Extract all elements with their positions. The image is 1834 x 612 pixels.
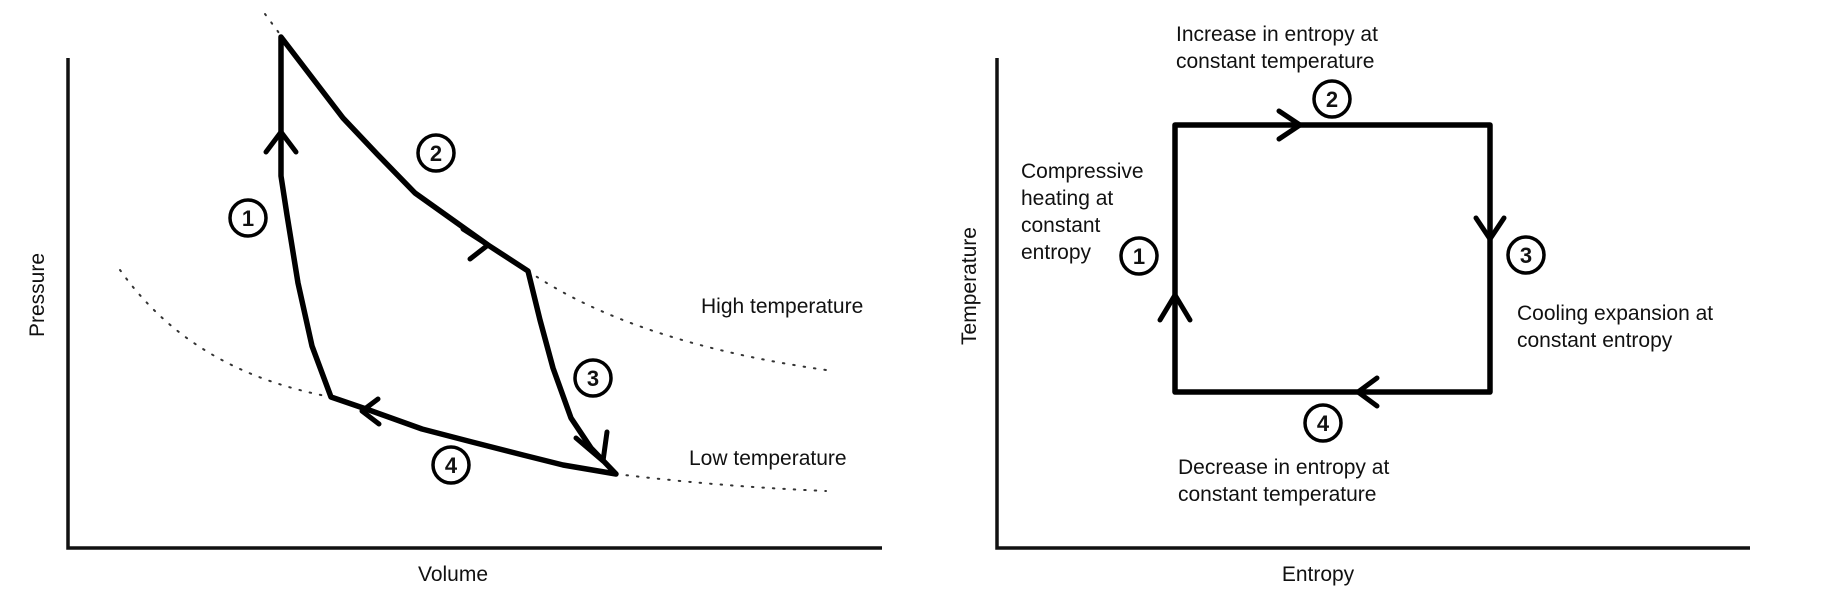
ts-step3-number: 3 xyxy=(1520,243,1532,268)
pv-diagram: 1 2 3 4 High temperature Low temperature… xyxy=(26,13,882,586)
pv-step2-number: 2 xyxy=(430,141,442,166)
ts-step1-line1: Compressive xyxy=(1021,160,1144,183)
ts-arrow-step3-down xyxy=(1473,215,1507,242)
ts-step4-number: 4 xyxy=(1317,411,1330,436)
pv-high-isotherm-upper-dotted xyxy=(264,13,283,38)
ts-step2-line2: constant temperature xyxy=(1176,50,1374,73)
pv-arrow-step1-up xyxy=(263,129,299,155)
ts-cycle-rectangle xyxy=(1172,122,1493,395)
ts-step4-line1: Decrease in entropy at xyxy=(1178,456,1389,479)
ts-step1-description: Compressive heating at constant entropy xyxy=(1021,160,1149,264)
pv-step1-number: 1 xyxy=(242,206,254,231)
ts-step3-line2: constant entropy xyxy=(1517,329,1673,352)
pv-step1-marker: 1 xyxy=(228,198,268,238)
pv-low-temperature-label: Low temperature xyxy=(689,447,847,470)
pv-high-temperature-label: High temperature xyxy=(701,295,863,318)
ts-step1-number: 1 xyxy=(1133,244,1145,269)
ts-step1-line4: entropy xyxy=(1021,241,1092,264)
ts-step2-number: 2 xyxy=(1326,87,1338,112)
pv-step3-number: 3 xyxy=(587,366,599,391)
ts-diagram: 1 2 3 4 Compressive heating at constant … xyxy=(958,23,1750,586)
pv-arrow-step3-down xyxy=(573,429,610,464)
ts-y-axis-label: Temperature xyxy=(958,227,981,345)
pv-step3-marker: 3 xyxy=(573,358,613,398)
pv-high-isotherm-dotted xyxy=(527,270,827,371)
ts-step4-line2: constant temperature xyxy=(1178,483,1376,506)
ts-step1-line3: constant xyxy=(1021,214,1101,237)
pv-step2-marker: 2 xyxy=(416,133,456,173)
pv-arrow-step4-left xyxy=(359,396,382,427)
ts-x-axis-label: Entropy xyxy=(1282,563,1355,586)
pv-y-axis-label: Pressure xyxy=(26,253,49,337)
ts-step1-marker: 1 xyxy=(1119,236,1159,276)
ts-step4-marker: 4 xyxy=(1303,403,1343,443)
ts-step2-marker: 2 xyxy=(1312,79,1352,119)
ts-step3-line1: Cooling expansion at xyxy=(1517,302,1713,325)
ts-step3-marker: 3 xyxy=(1506,235,1546,275)
pv-x-axis-label: Volume xyxy=(418,563,488,586)
pv-arrow-step2-down xyxy=(460,226,491,262)
ts-arrow-step4-left xyxy=(1355,375,1380,409)
ts-arrow-step2-right xyxy=(1276,108,1303,142)
ts-step3-description: Cooling expansion at constant entropy xyxy=(1517,302,1719,352)
ts-step1-line2: heating at xyxy=(1021,187,1113,210)
pv-low-isotherm-right-dotted xyxy=(615,473,827,492)
ts-step2-description: Increase in entropy at constant temperat… xyxy=(1176,23,1384,73)
ts-arrow-step1-up xyxy=(1157,292,1193,323)
pv-step4-marker: 4 xyxy=(431,445,471,485)
ts-axes xyxy=(995,58,1750,550)
ts-step2-line1: Increase in entropy at xyxy=(1176,23,1378,46)
pv-cycle-path xyxy=(278,34,619,477)
pv-low-isotherm-dotted xyxy=(119,269,332,398)
pv-axes xyxy=(66,58,882,550)
pv-step4-number: 4 xyxy=(445,453,458,478)
ts-step4-description: Decrease in entropy at constant temperat… xyxy=(1178,456,1395,506)
